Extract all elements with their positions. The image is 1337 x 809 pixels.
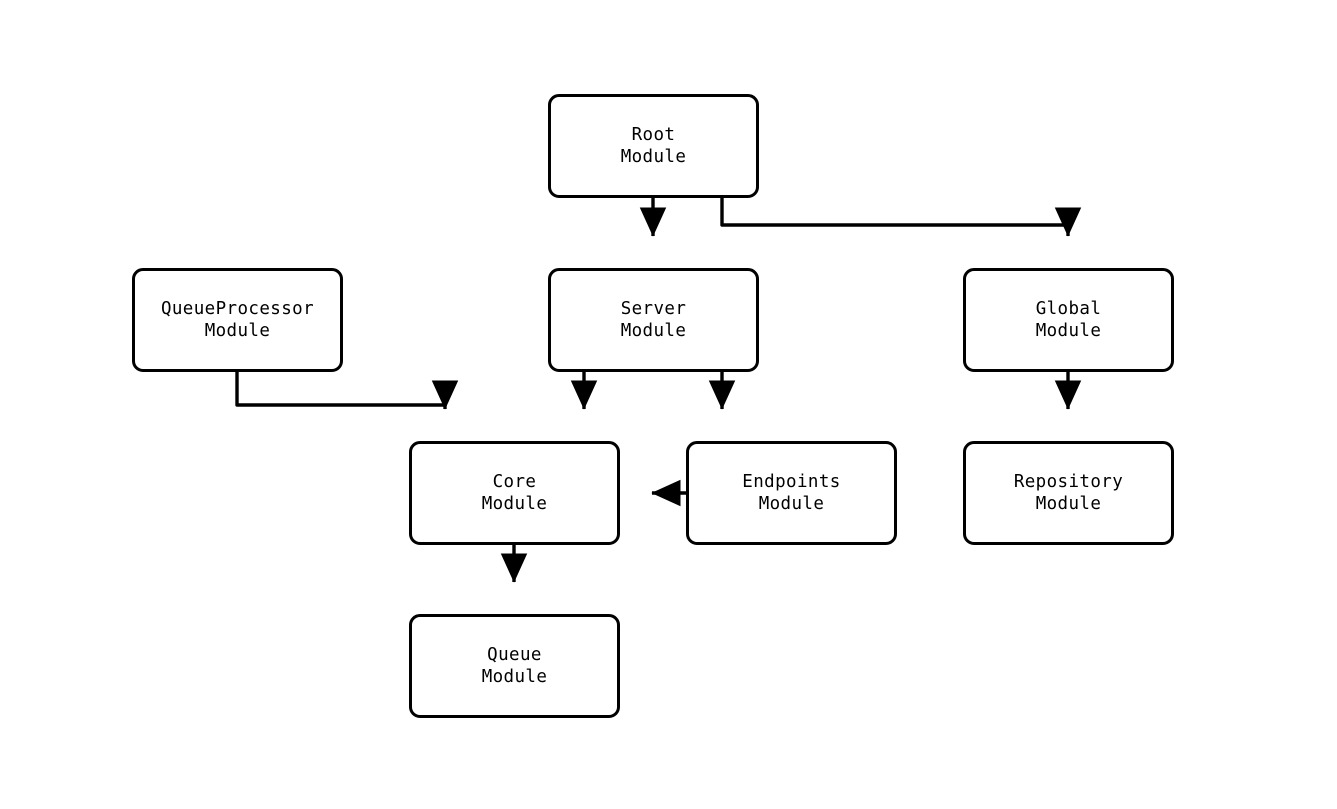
node-label-primary: Endpoints (742, 472, 841, 492)
node-label-primary: QueueProcessor (160, 299, 315, 319)
node-label-secondary: Module (758, 494, 825, 514)
node-label-secondary: Module (481, 494, 548, 514)
node-label-secondary: Module (204, 321, 271, 341)
node-label-primary: Root (631, 125, 676, 145)
node-label-primary: Queue (487, 645, 542, 665)
node-label-primary: Server (620, 299, 687, 319)
node-label-secondary: Module (481, 667, 548, 687)
node-label-secondary: Module (1035, 321, 1102, 341)
node-label-secondary: Module (620, 321, 687, 341)
node-label-secondary: Module (1035, 494, 1102, 514)
node-label-secondary: Module (620, 147, 687, 167)
node-label-primary: Global (1035, 299, 1102, 319)
node-label-primary: Core (492, 472, 537, 492)
node-label-primary: Repository (1013, 472, 1124, 492)
edge-root-global (720, 198, 1082, 237)
edge-queueprocessor-core (235, 372, 459, 410)
